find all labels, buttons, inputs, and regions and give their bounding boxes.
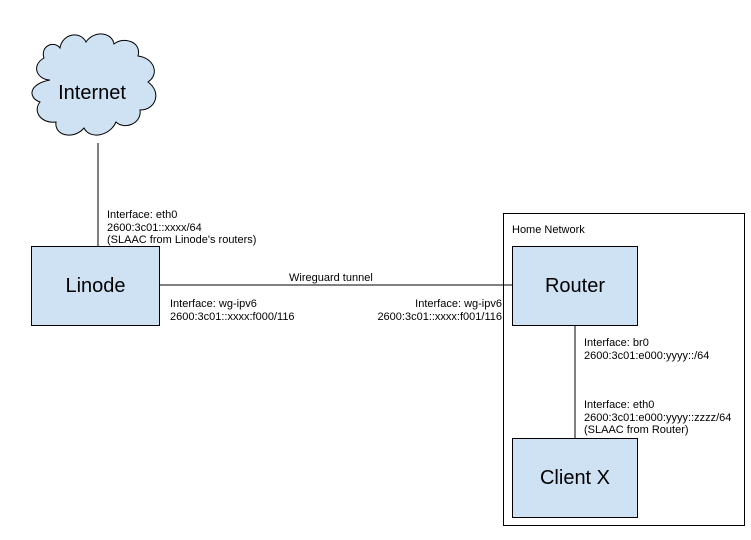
client-eth0-line-1: Interface: eth0 (584, 399, 655, 411)
client-eth0-line-2: 2600:3c01:e000:yyyy::zzzz/64 (584, 411, 732, 424)
client-eth0-label: Interface: eth0 2600:3c01:e000:yyyy::zzz… (584, 399, 731, 437)
linode-wg-line-1: Interface: wg-ipv6 (170, 298, 257, 310)
router-br0-label: Interface: br0 2600:3c01:e000:yyyy::/64 (584, 337, 709, 362)
router-node: Router (512, 246, 638, 326)
router-wg-label: Interface: wg-ipv6 2600:3c01::xxxx:f001/… (376, 298, 502, 323)
linode-wg-line-2: 2600:3c01::xxxx:f000/116 (170, 310, 295, 323)
linode-eth0-line-1: Interface: eth0 (107, 209, 178, 221)
linode-eth0-line-2: 2600:3c01::xxxx/64 (107, 221, 202, 234)
home-network-label: Home Network (512, 224, 585, 236)
linode-node: Linode (31, 246, 160, 326)
wireguard-tunnel-label: Wireguard tunnel (289, 272, 373, 284)
linode-wg-label: Interface: wg-ipv6 2600:3c01::xxxx:f000/… (170, 298, 295, 323)
linode-eth0-line-3: (SLAAC from Linode's routers) (107, 234, 257, 246)
router-wg-line-1: Interface: wg-ipv6 (415, 298, 502, 310)
internet-label: Internet (58, 82, 126, 104)
router-br0-line-1: Interface: br0 (584, 337, 649, 349)
client-eth0-line-3: (SLAAC from Router) (584, 424, 689, 436)
router-br0-line-2: 2600:3c01:e000:yyyy::/64 (584, 349, 710, 362)
linode-eth0-label: Interface: eth0 2600:3c01::xxxx/64 (SLAA… (107, 209, 256, 247)
client-x-node: Client X (512, 438, 638, 518)
router-wg-line-2: 2600:3c01::xxxx:f001/116 (377, 310, 502, 323)
home-network-frame (503, 213, 745, 526)
